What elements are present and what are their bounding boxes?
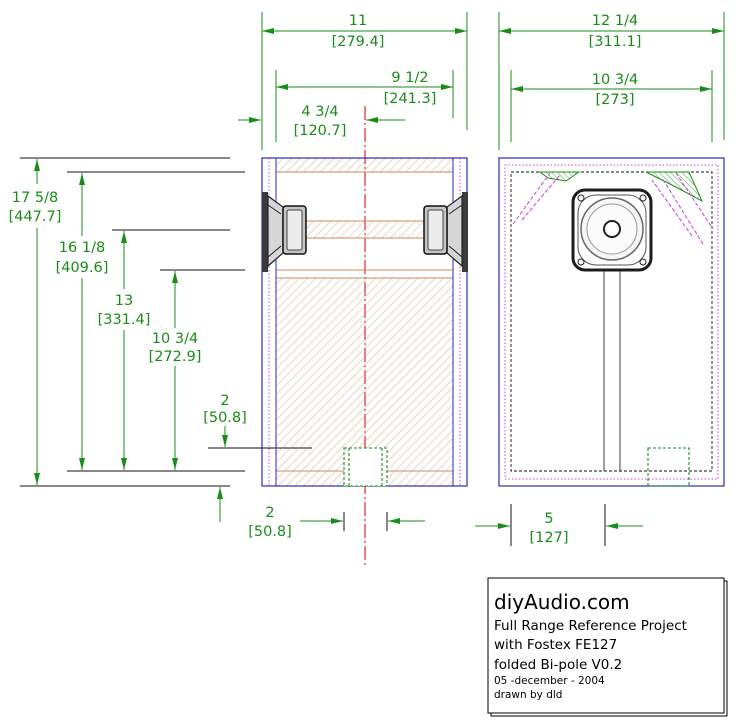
dim-imperial-label: 13 <box>115 293 133 309</box>
dim-metric-label: [272.9] <box>149 349 202 365</box>
dim-imperial-label: 10 3/4 <box>152 331 198 347</box>
driver-magnet-core <box>427 209 444 251</box>
driver-cone-line <box>267 204 282 215</box>
corner-fill-left <box>538 171 581 182</box>
title-block-frame <box>487 577 725 714</box>
dim-imperial-label: 10 3/4 <box>592 72 638 88</box>
dim-metric-label: [50.8] <box>203 410 247 426</box>
driver-cone-line <box>448 245 463 258</box>
side-section-view <box>261 157 468 487</box>
dim-side-half-width: 4 3/4 [120.7] <box>238 104 405 139</box>
driver-cone-line <box>267 245 282 258</box>
front-view <box>498 157 725 487</box>
top-panel <box>275 157 454 173</box>
dim-imperial-label: 2 <box>265 505 274 521</box>
dim-imperial-label: 5 <box>544 511 553 527</box>
dim-metric-label: [127] <box>530 530 569 546</box>
dim-port-offset: 5 [127] <box>475 504 643 546</box>
side-port <box>343 447 388 487</box>
right-driver <box>423 192 468 272</box>
front-outer-outline <box>498 157 725 487</box>
title-block: diyAudio.com Full Range Reference Projec… <box>487 577 728 717</box>
dim-imperial-label: 2 <box>220 393 229 409</box>
dim-imperial-label: 4 3/4 <box>301 104 338 120</box>
dim-metric-label: [409.6] <box>56 260 109 276</box>
mounting-hole <box>577 194 585 202</box>
dim-metric-label: [311.1] <box>589 34 642 50</box>
dim-imperial-label: 11 <box>349 13 367 29</box>
mounting-hole <box>639 194 647 202</box>
front-inner-dashed <box>510 171 713 472</box>
dim-metric-label: [331.4] <box>98 312 151 328</box>
front-wall-dotted <box>504 164 719 480</box>
driver-flange <box>262 192 268 272</box>
dim-driver-level-height: 13 [331.4] <box>98 231 151 470</box>
title-block-shadow <box>490 580 728 717</box>
height-extension-lines <box>20 157 312 487</box>
title-line-3: folded Bi-pole V0.2 <box>494 657 622 673</box>
dim-imperial-label: 9 1/2 <box>391 70 428 86</box>
reflector-line <box>675 172 712 227</box>
dim-imperial-label: 16 1/8 <box>59 240 105 256</box>
reflector-line <box>512 172 551 225</box>
dim-metric-label: [447.7] <box>9 209 62 225</box>
driver-magnet-core <box>286 209 303 251</box>
dim-front-inner-width: 10 3/4 [273] <box>510 70 713 142</box>
dim-metric-label: [273] <box>596 92 635 108</box>
driver-brace-rod <box>304 220 425 239</box>
dim-chamber-height: 10 3/4 [272.9] <box>149 271 202 470</box>
dim-metric-label: [241.3] <box>384 91 437 107</box>
title-site: diyAudio.com <box>494 590 630 614</box>
left-driver <box>262 192 307 272</box>
driver-cone-line <box>448 204 463 215</box>
dim-side-outer-width: 11 [279.4] <box>261 12 468 150</box>
driver-flange <box>462 192 468 272</box>
dim-side-inner-width: 9 1/2 [241.3] <box>275 70 454 142</box>
reflector-line <box>651 179 693 237</box>
title-date: 05 -december - 2004 <box>494 675 605 687</box>
driver-frame-inner <box>577 194 647 266</box>
title-author: drawn by dld <box>494 689 562 701</box>
dim-port-width: 2 [50.8] <box>248 505 425 540</box>
dim-front-outer-width: 12 1/4 [311.1] <box>498 12 725 150</box>
reflector-line <box>521 174 561 221</box>
mounting-hole <box>577 258 585 266</box>
port-outline <box>343 447 388 487</box>
dim-metric-label: [50.8] <box>248 524 292 540</box>
dust-cap <box>603 220 621 238</box>
front-driver <box>571 188 653 272</box>
title-line-2: with Fostex FE127 <box>494 637 617 653</box>
dim-metric-label: [120.7] <box>294 123 347 139</box>
dim-inner-height: 16 1/8 [409.6] <box>56 173 109 470</box>
front-port-outline <box>647 447 690 487</box>
dim-imperial-label: 12 1/4 <box>592 13 638 29</box>
lower-chamber-fill <box>275 277 454 472</box>
dim-port-height: 2 [50.8] <box>203 393 247 522</box>
dim-imperial-label: 17 5/8 <box>12 190 58 206</box>
dim-outer-height: 17 5/8 [447.7] <box>9 159 62 485</box>
dim-metric-label: [279.4] <box>332 34 385 50</box>
mounting-hole <box>639 258 647 266</box>
reflector-line <box>661 177 704 245</box>
title-line-1: Full Range Reference Project <box>494 618 687 634</box>
